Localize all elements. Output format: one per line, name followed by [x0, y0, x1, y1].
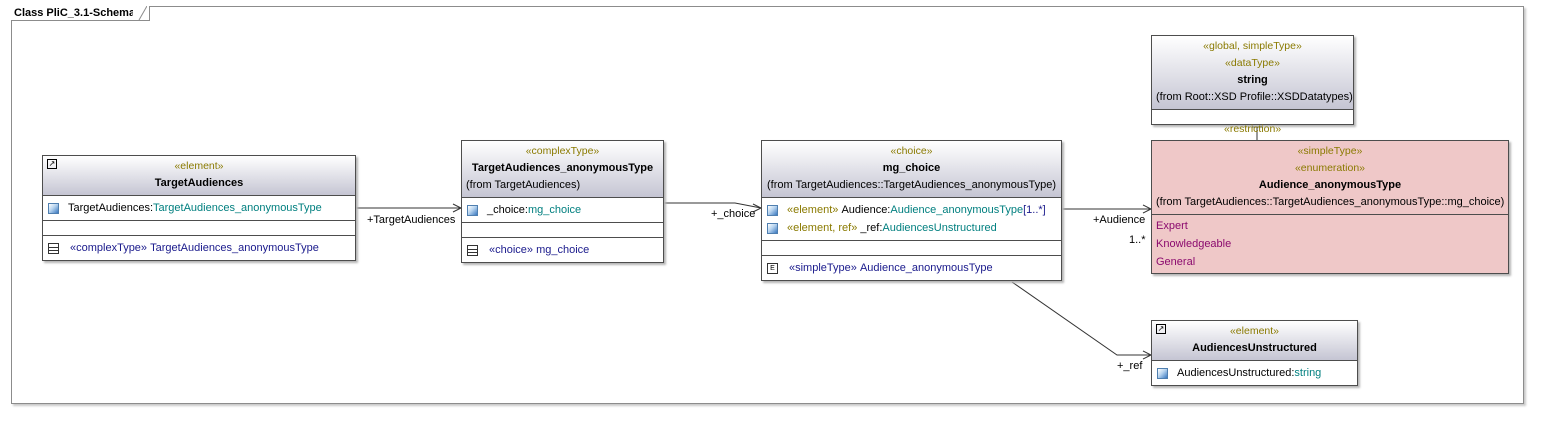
class-box-string[interactable]: «global, simpleType» «dataType» string (…	[1151, 35, 1354, 125]
enum-literal[interactable]: General	[1156, 256, 1196, 268]
box-header: «complexType» TargetAudiences_anonymousT…	[462, 141, 663, 198]
box-header: «global, simpleType» «dataType» string (…	[1152, 36, 1353, 110]
class-box-anonymous-type[interactable]: «complexType» TargetAudiences_anonymousT…	[461, 140, 664, 263]
box-header: ↗ «element» AudiencesUnstructured	[1152, 321, 1357, 361]
stereotype-label-1: «global, simpleType»	[1203, 40, 1302, 52]
stereotype-label: «complexType»	[525, 145, 600, 157]
attribute-row-audience[interactable]: «element» Audience:Audience_anonymousTyp…	[767, 201, 1056, 219]
element-arrow-icon: ↗	[47, 159, 57, 169]
attribute-icon	[767, 222, 778, 234]
attribute-multiplicity: [1..*]	[1023, 204, 1046, 216]
operations-compartment	[43, 221, 355, 236]
nested-stereotype: «complexType»	[70, 242, 148, 254]
attribute-type: TargetAudiences_anonymousType	[153, 202, 322, 214]
nested-row[interactable]: E «simpleType» Audience_anonymousType	[767, 259, 1056, 277]
box-name: mg_choice	[882, 162, 941, 174]
attribute-type: string	[1294, 367, 1322, 379]
role-label-ref: +_ref	[1117, 360, 1143, 372]
multiplicity-label-audience: 1..*	[1129, 234, 1146, 246]
link-choice	[663, 202, 762, 209]
enumeration-icon: E	[767, 262, 778, 274]
nested-row[interactable]: «choice» mg_choice	[467, 241, 658, 259]
operations-compartment	[762, 241, 1061, 256]
literals-compartment: Expert Knowledgeable General	[1152, 215, 1508, 273]
stereotype-label: «element»	[174, 160, 224, 172]
nested-stereotype: «choice»	[489, 244, 534, 256]
class-box-mg-choice[interactable]: «choice» mg_choice (from TargetAudiences…	[761, 140, 1062, 281]
attribute-icon	[767, 204, 778, 216]
stereotype-label: «choice»	[890, 145, 933, 157]
from-label: (from Root::XSD Profile::XSDDatatypes)	[1156, 91, 1353, 103]
attribute-type: Audience_anonymousType	[890, 204, 1024, 216]
nested-compartment: «choice» mg_choice	[462, 238, 663, 262]
nested-class-icon	[467, 244, 478, 256]
nested-row[interactable]: «complexType» TargetAudiences_anonymousT…	[48, 239, 350, 257]
box-name: Audience_anonymousType	[1258, 179, 1402, 191]
attribute-name: _ref:	[860, 222, 883, 234]
nested-class-icon	[48, 242, 59, 254]
stereotype-label-2: «dataType»	[1225, 57, 1280, 69]
box-header: «choice» mg_choice (from TargetAudiences…	[762, 141, 1061, 198]
role-label-target-audiences: +TargetAudiences	[367, 214, 456, 226]
enum-literal[interactable]: Expert	[1156, 220, 1188, 232]
attribute-name: AudiencesUnstructured:	[1177, 367, 1295, 379]
role-label-choice: +_choice	[711, 208, 756, 220]
box-name: TargetAudiences	[154, 177, 244, 189]
from-label: (from TargetAudiences::TargetAudiences_a…	[1156, 196, 1505, 208]
diagram-frame-title: Class PliC_3.1-Schema	[11, 6, 151, 21]
from-label: (from TargetAudiences::TargetAudiences_a…	[766, 179, 1056, 191]
attribute-icon	[467, 204, 478, 216]
attributes-compartment: _choice:mg_choice	[462, 198, 663, 223]
attributes-compartment: AudiencesUnstructured:string	[1152, 361, 1357, 385]
class-box-audience-anonymous-type[interactable]: «simpleType» «enumeration» Audience_anon…	[1151, 140, 1509, 274]
attribute-name: TargetAudiences:	[68, 202, 153, 214]
box-name: TargetAudiences_anonymousType	[471, 162, 654, 174]
role-label-audience: +Audience	[1093, 214, 1146, 226]
link-ref	[1011, 281, 1151, 356]
stereotype-label-1: «simpleType»	[1297, 145, 1363, 157]
stereotype-label: «element»	[1229, 325, 1280, 337]
nested-name: TargetAudiences_anonymousType	[150, 242, 319, 254]
enum-literal[interactable]: Knowledgeable	[1156, 238, 1232, 250]
class-box-target-audiences[interactable]: ↗ «element» TargetAudiences TargetAudien…	[42, 155, 356, 261]
attribute-row[interactable]: _choice:mg_choice	[467, 201, 658, 219]
attribute-type: AudiencesUnstructured	[882, 222, 997, 234]
stereotype-label-2: «enumeration»	[1294, 162, 1366, 174]
attribute-stereotype: «element»	[787, 204, 839, 216]
restriction-label: «restriction»	[1224, 123, 1282, 135]
box-header: «simpleType» «enumeration» Audience_anon…	[1152, 141, 1508, 215]
nested-stereotype: «simpleType»	[789, 262, 857, 274]
nested-name: Audience_anonymousType	[859, 262, 993, 274]
attributes-compartment: TargetAudiences:TargetAudiences_anonymou…	[43, 196, 355, 221]
attribute-row[interactable]: AudiencesUnstructured:string	[1157, 364, 1352, 382]
attributes-compartment	[1152, 110, 1353, 124]
attribute-icon	[1157, 367, 1168, 379]
frame-tab-corner	[133, 6, 147, 20]
from-label: (from TargetAudiences)	[466, 179, 581, 191]
nested-compartment: «complexType» TargetAudiences_anonymousT…	[43, 236, 355, 260]
attribute-row-ref[interactable]: «element, ref» _ref:AudiencesUnstructure…	[767, 219, 1056, 237]
attribute-stereotype: «element, ref»	[787, 222, 858, 234]
box-header: ↗ «element» TargetAudiences	[43, 156, 355, 196]
nested-name: mg_choice	[536, 244, 590, 256]
attribute-name: _choice:	[487, 204, 528, 216]
attributes-compartment: «element» Audience:Audience_anonymousTyp…	[762, 198, 1061, 241]
attribute-name: Audience:	[841, 204, 891, 216]
box-name: AudiencesUnstructured	[1192, 342, 1317, 354]
class-box-audiences-unstructured[interactable]: ↗ «element» AudiencesUnstructured Audien…	[1151, 320, 1358, 386]
attribute-row[interactable]: TargetAudiences:TargetAudiences_anonymou…	[48, 199, 350, 217]
attribute-type: mg_choice	[527, 204, 582, 216]
box-name: string	[1237, 74, 1268, 86]
operations-compartment	[462, 223, 663, 238]
attribute-icon	[48, 202, 59, 214]
nested-compartment: E «simpleType» Audience_anonymousType	[762, 256, 1061, 280]
element-arrow-icon: ↗	[1156, 324, 1166, 334]
